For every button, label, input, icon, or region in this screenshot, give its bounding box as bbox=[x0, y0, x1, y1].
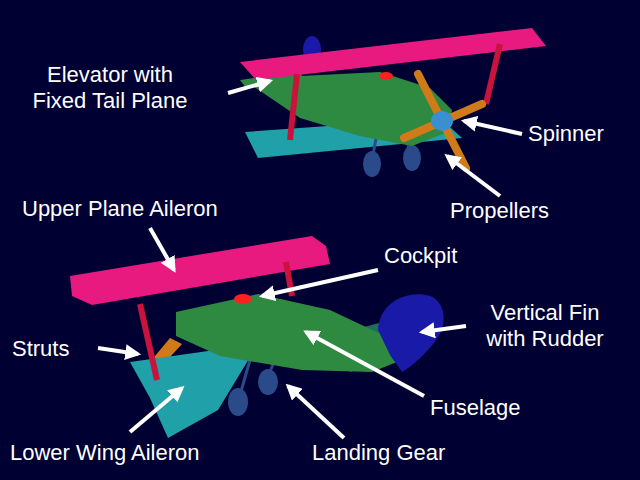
wheel bbox=[228, 388, 248, 416]
leader-arrow bbox=[288, 386, 344, 438]
wheel bbox=[258, 369, 278, 395]
part-label: Struts bbox=[12, 336, 102, 362]
propeller bbox=[418, 74, 466, 168]
leader-arrow bbox=[262, 270, 378, 296]
part-label: Propellers bbox=[450, 198, 600, 224]
leader-arrow bbox=[447, 156, 500, 196]
vertical-fin bbox=[378, 294, 444, 372]
part-label: Upper Plane Aileron bbox=[22, 196, 322, 222]
wheel bbox=[363, 151, 381, 177]
leader-arrow bbox=[422, 326, 466, 332]
leader-arrow bbox=[130, 388, 182, 432]
leader-arrow bbox=[306, 332, 424, 396]
part-label: Landing Gear bbox=[312, 440, 512, 466]
cockpit bbox=[234, 294, 252, 304]
strut bbox=[486, 44, 500, 104]
part-label: Fuselage bbox=[430, 395, 550, 421]
strut bbox=[140, 304, 157, 380]
leader-arrow bbox=[228, 81, 270, 93]
leader-arrow bbox=[150, 228, 174, 270]
upper-wing bbox=[70, 236, 330, 305]
spinner bbox=[431, 111, 453, 131]
cockpit bbox=[379, 72, 393, 80]
part-label: Spinner bbox=[528, 121, 636, 147]
leader-arrow bbox=[98, 348, 138, 354]
leader-arrow bbox=[464, 121, 522, 134]
part-label: Cockpit bbox=[384, 243, 504, 269]
part-label: Elevator with Fixed Tail Plane bbox=[20, 62, 200, 114]
fuselage bbox=[176, 294, 402, 372]
strut bbox=[290, 74, 297, 140]
upper-biplane bbox=[240, 28, 546, 177]
part-label: Vertical Fin with Rudder bbox=[470, 300, 620, 352]
wheel bbox=[403, 145, 421, 171]
part-label: Lower Wing Aileron bbox=[10, 440, 270, 466]
leader-arrows bbox=[98, 81, 522, 438]
